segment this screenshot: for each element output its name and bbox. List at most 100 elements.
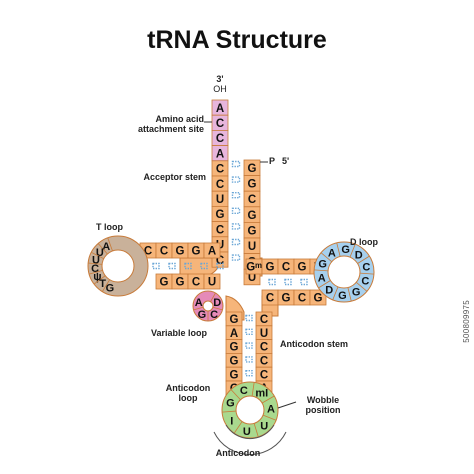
variable-loop-base: D	[213, 297, 221, 309]
anticodon-stem-left-base: A	[225, 325, 243, 340]
d-stem-top-base-letter: C	[282, 262, 290, 274]
acceptor-3prime-base-letter: C	[216, 255, 224, 267]
t-stem-bottom-base: G	[171, 273, 189, 290]
t-stem-bottom-base: C	[187, 273, 205, 290]
d-stem-bottom-base: C	[261, 289, 279, 306]
stock-id: 500809975	[462, 300, 471, 343]
acceptor-3prime-base: A	[211, 145, 229, 162]
d-loop-base: G	[341, 244, 350, 256]
t-stem-bottom-base-letter: G	[160, 277, 169, 289]
acceptor-3prime-base-letter: U	[216, 194, 224, 206]
base-pair-bond	[231, 191, 241, 199]
t-loop-base: U	[96, 247, 104, 259]
anticodon-loop-label: Anticodon loop	[165, 383, 211, 403]
acceptor-3prime-base: G	[211, 205, 229, 222]
amino-acid-site-label: Amino acid attachment site	[137, 114, 204, 134]
d-stem-bottom-base-letter: C	[298, 293, 306, 305]
anticodon-stem-right-base: U	[255, 325, 273, 340]
base-pair-bond	[245, 356, 253, 363]
variable-loop-base: A	[195, 297, 203, 309]
t-stem-top-base-letter: G	[176, 246, 185, 258]
d-stem-bottom-base: C	[293, 289, 311, 306]
acceptor-stem-label: Acceptor stem	[143, 172, 206, 182]
t-stem-top-base-letter: C	[160, 246, 168, 258]
acceptor-3prime-base: A	[211, 99, 229, 116]
anticodon-stem-left-base-letter: A	[230, 328, 238, 340]
anticodon-stem-right-base-letter: C	[260, 356, 268, 368]
d-stem-bottom-base-letter: C	[266, 293, 274, 305]
acceptor-5prime-base-letter: G	[248, 210, 257, 222]
acceptor-3prime-base-letter: C	[216, 179, 224, 191]
d-loop-base: C	[361, 276, 369, 288]
anticodon-loop-base: G	[226, 397, 235, 409]
acceptor-5prime-base: U	[243, 237, 261, 255]
acceptor-5prime-base-letter: G	[248, 163, 257, 175]
five-prime-label: 5'	[282, 156, 290, 166]
anticodon-stem-left-base-letter: G	[230, 369, 239, 381]
acceptor-5prime-base: G	[243, 206, 261, 223]
anticodon-stem-right-base: C	[255, 339, 273, 354]
t-stem-bottom-base: U	[203, 273, 221, 290]
acceptor-5prime-base-letter: G	[248, 225, 257, 237]
acceptor-3prime-base-letter: C	[216, 164, 224, 176]
acceptor-3prime-base-letter: A	[216, 103, 224, 115]
three-prime-label: 3'	[216, 74, 224, 84]
anticodon-stem-right-base-letter: C	[260, 314, 268, 326]
anticodon-loop-base: U	[260, 420, 268, 432]
d-loop-base: A	[318, 273, 326, 285]
anticodon-bracket	[225, 424, 275, 440]
anticodon-stem-right-base-letter: C	[260, 369, 268, 381]
d-stem-top-base-letter: G	[266, 262, 275, 274]
phosphate-label: P	[269, 156, 276, 166]
acceptor-5prime-base-letter: C	[248, 194, 256, 206]
anticodon-stem-right-base-letter: U	[260, 328, 268, 340]
wobble-pointer	[277, 401, 297, 409]
anticodon-stem-right-base: C	[255, 311, 273, 327]
anticodon-stem-label: Anticodon stem	[280, 339, 349, 349]
variable-loop-base: G	[198, 309, 207, 321]
t-stem-bottom-base-letter: C	[192, 277, 200, 289]
t-loop-base: ψ	[93, 271, 101, 283]
base-pair-bond	[231, 223, 241, 230]
base-pair-bond	[268, 278, 276, 286]
base-pair-bond	[245, 342, 253, 349]
variable-loop-label: Variable loop	[151, 328, 208, 338]
d-loop-label: D loop	[350, 237, 378, 247]
anticodon-loop-base: mI	[255, 388, 268, 400]
d-stem-bottom-base: G	[309, 289, 327, 306]
t-stem-top-base: C	[155, 242, 173, 259]
d-loop-base: G	[352, 287, 361, 299]
anticodon-label: Anticodon	[215, 448, 261, 458]
t-stem-top-base-letter: G	[192, 246, 201, 258]
t-loop-base: A	[102, 241, 110, 253]
acceptor-5prime-base-letter: U	[248, 272, 256, 284]
d-stem-top-base-letter: Gᵐ	[246, 262, 262, 274]
oh-label: OH	[213, 84, 227, 94]
t-stem-bottom-base-letter: G	[176, 277, 185, 289]
acceptor-3prime-base-letter: C	[216, 224, 224, 236]
base-pair-bond	[184, 262, 192, 270]
anticodon-stem-right-base-letter: C	[260, 342, 268, 354]
anticodon-stem-left-base: G	[225, 339, 243, 354]
acceptor-3prime-base: U	[211, 190, 229, 207]
base-pair-bond	[245, 370, 253, 377]
acceptor-3prime-base-letter: C	[216, 133, 224, 145]
acceptor-5prime-base-letter: G	[248, 179, 257, 191]
acceptor-3prime-base: C	[211, 129, 229, 146]
base-pair-bond	[300, 278, 308, 286]
d-loop-base: G	[318, 258, 327, 270]
d-stem-bottom-base: G	[277, 289, 295, 306]
t-stem-top-base-letter: A	[208, 246, 216, 258]
base-pair-bond	[231, 176, 241, 183]
acceptor-5prime-base: G	[243, 221, 261, 239]
wobble-position-label: Wobble position	[305, 395, 341, 415]
t-loop-label: T loop	[96, 222, 123, 232]
acceptor-3prime-base: C	[211, 175, 229, 192]
t-stem-top-base: G	[171, 242, 189, 259]
anticodon-loop-base: A	[267, 403, 275, 415]
d-stem-top-base: G	[293, 258, 311, 275]
base-pair-bond	[200, 262, 208, 270]
